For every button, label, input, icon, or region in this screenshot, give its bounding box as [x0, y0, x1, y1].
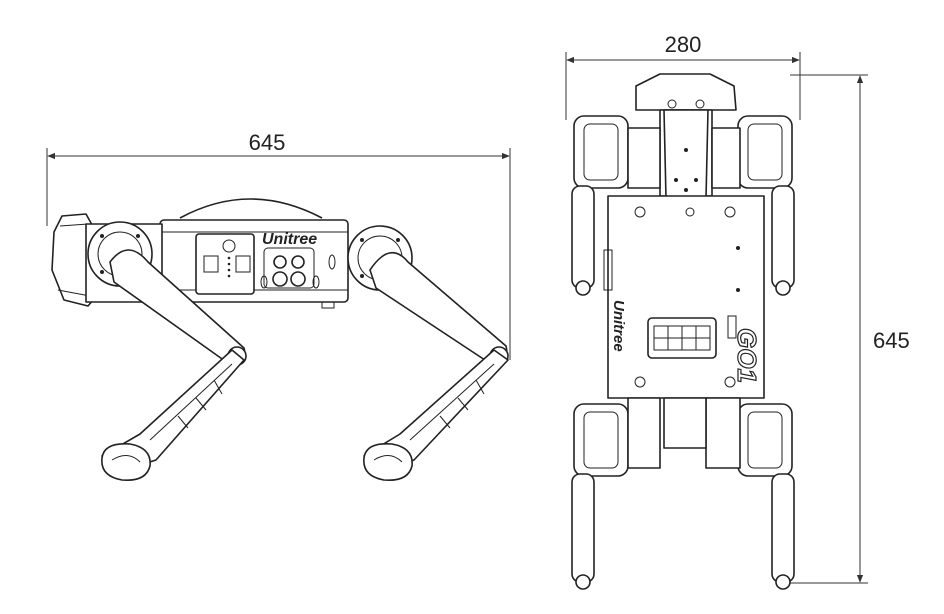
top-front-right-leg: [711, 115, 795, 296]
side-length-dimension: 645: [46, 130, 511, 360]
top-length-label: 645: [873, 328, 910, 353]
top-rear-plate: [663, 397, 707, 449]
top-width-dimension: 280: [565, 32, 801, 120]
top-view: 280 645: [565, 32, 910, 590]
top-model-label: GO1: [732, 328, 762, 383]
side-front-leg: [87, 221, 247, 482]
top-front-left-leg: [571, 115, 661, 296]
side-rear-leg: [347, 225, 509, 482]
side-dome: [179, 198, 323, 219]
top-width-label: 280: [665, 32, 702, 57]
top-rear-left-leg: [571, 397, 661, 590]
top-rear-right-leg: [705, 397, 795, 590]
top-brand-label: Unitree: [610, 300, 627, 352]
side-brand-label: Unitree: [262, 231, 317, 248]
top-head: [635, 73, 737, 199]
top-length-dimension: 645: [790, 74, 910, 584]
side-body: Unitree: [159, 219, 349, 309]
side-view: 645 Unitree: [46, 130, 511, 482]
top-body: Unitree GO1: [603, 195, 765, 399]
side-length-label: 645: [249, 130, 286, 155]
